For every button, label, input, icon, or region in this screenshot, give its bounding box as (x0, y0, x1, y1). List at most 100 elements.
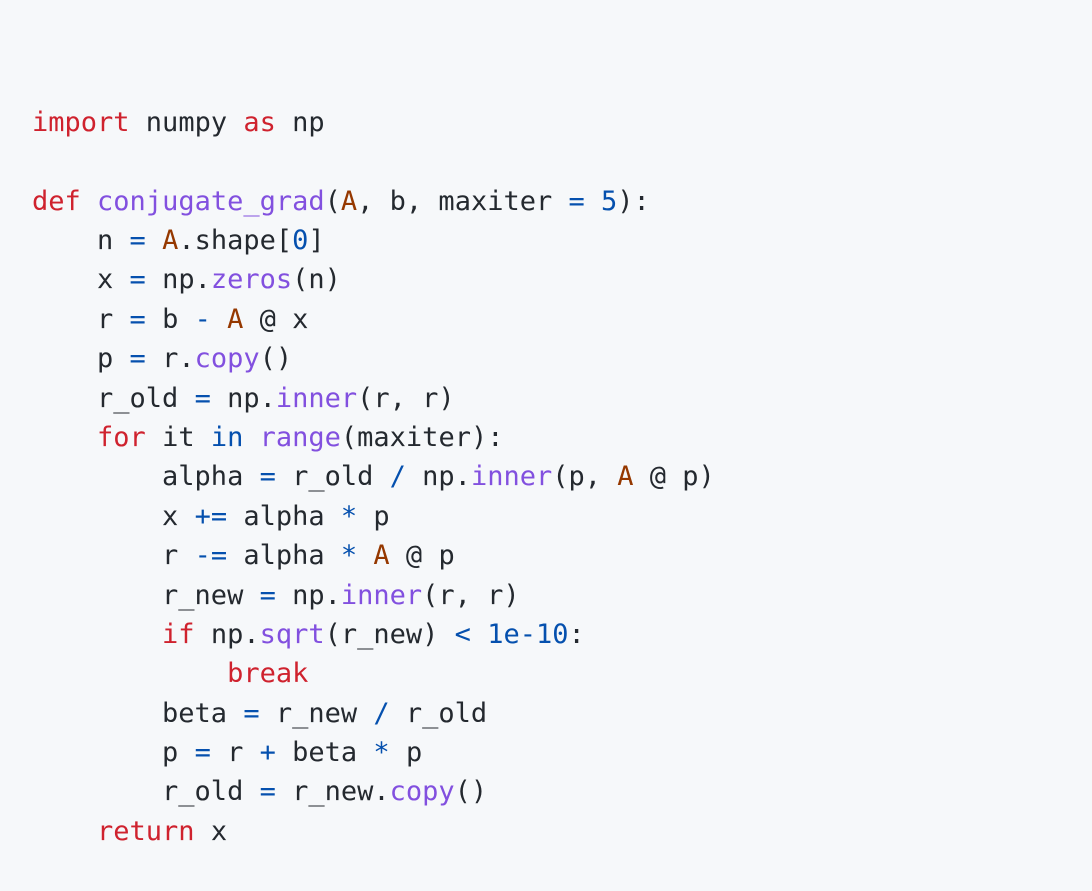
code-line: beta = r_new / r_old (32, 694, 1060, 733)
text-token: alpha (227, 500, 341, 532)
text-token (471, 619, 487, 650)
keyword-token: import (32, 106, 130, 138)
code-line: import numpy as np (32, 103, 1060, 142)
text-token (585, 186, 601, 217)
text-token: np. (210, 382, 276, 414)
code-line: n = A.shape[0] (32, 221, 1060, 260)
class-token: A (373, 540, 390, 572)
number-token: 0 (292, 224, 309, 256)
text-token (243, 422, 259, 453)
code-line: alpha = r_old / np.inner(p, A @ p) (32, 457, 1060, 496)
code-line: r -= alpha * A @ p (32, 536, 1060, 575)
text-token: p (357, 500, 390, 532)
code-line: r = b - A @ x (32, 300, 1060, 339)
code-line: p = r + beta * p (32, 733, 1060, 772)
code-line: break (32, 654, 1060, 693)
class-token: A (340, 185, 358, 217)
operator-token: / (389, 461, 406, 493)
function-token: inner (275, 382, 358, 414)
operator-token: -= (194, 540, 228, 572)
text-token: p (32, 343, 130, 375)
text-token: alpha (227, 540, 341, 572)
code-line (32, 142, 1060, 181)
function-token: conjugate_grad (97, 185, 325, 217)
text-token: r_old (32, 382, 195, 414)
function-token: inner (470, 461, 553, 493)
operator-token: * (373, 737, 390, 769)
text-token: it (145, 421, 211, 453)
function-token: zeros (210, 264, 293, 296)
text-token: beta (275, 737, 374, 769)
text-token (32, 816, 97, 847)
text-token: (r, r) (357, 382, 455, 414)
text-token: @ p) (633, 461, 715, 493)
text-token: np. (145, 264, 211, 296)
text-token: numpy (129, 106, 244, 138)
code-line: for it in range(maxiter): (32, 418, 1060, 457)
class-token: A (617, 461, 634, 493)
text-token: p (389, 737, 423, 769)
text-token: x (194, 815, 228, 847)
code-line: x = np.zeros(n) (32, 260, 1060, 299)
function-token: range (259, 421, 341, 453)
text-token: @ p (389, 540, 455, 572)
text-token: .shape[ (178, 224, 293, 256)
keyword-token: if (162, 618, 195, 650)
operator-token: = (259, 461, 276, 493)
function-token: copy (389, 776, 455, 808)
operator-token: + (259, 737, 276, 769)
text-token: r_new (259, 697, 374, 729)
text-token: beta (32, 697, 244, 729)
text-token (81, 186, 97, 217)
text-token (357, 540, 373, 571)
text-token: np. (275, 579, 341, 611)
text-token: alpha (32, 461, 260, 493)
code-line: r_old = np.inner(r, r) (32, 379, 1060, 418)
text-token: ( (324, 185, 341, 217)
text-token (32, 658, 227, 689)
operator-token: / (373, 697, 390, 729)
text-token: p (32, 737, 195, 769)
keyword-token: as (243, 106, 276, 138)
text-token: b (145, 303, 195, 335)
operator-token: * (340, 540, 358, 572)
operator-token: = (259, 776, 276, 808)
text-token: r (32, 303, 130, 335)
operator-token: = (194, 737, 211, 769)
text-token (32, 619, 162, 650)
text-token: (maxiter): (340, 421, 504, 453)
code-line: r_new = np.inner(r, r) (32, 576, 1060, 615)
text-token (211, 304, 227, 335)
operator-token: in (210, 421, 244, 453)
text-token: ] (308, 224, 325, 256)
text-token: np. (194, 618, 260, 650)
function-token: copy (194, 343, 260, 375)
text-token: r_old (389, 697, 488, 729)
text-token: (r_new) (324, 618, 455, 650)
text-token: () (259, 343, 293, 375)
text-token: (p, (552, 461, 618, 493)
text-token: np. (405, 461, 471, 493)
text-token: r_new (32, 579, 260, 611)
text-token (146, 225, 162, 256)
class-token: A (162, 224, 179, 256)
code-line: return x (32, 812, 1060, 851)
operator-token: = (129, 303, 146, 335)
text-token: @ x (243, 303, 309, 335)
function-token: sqrt (259, 618, 325, 650)
text-token: r (32, 540, 195, 572)
number-token: 1e-10 (487, 618, 569, 650)
operator-token: < (454, 618, 471, 650)
operator-token: = (259, 579, 276, 611)
keyword-token: return (97, 815, 195, 847)
text-token: : (568, 618, 585, 650)
operator-token: = (568, 185, 585, 217)
function-token: inner (340, 579, 423, 611)
text-token: np (275, 106, 325, 138)
code-line: x += alpha * p (32, 497, 1060, 536)
text-token: (r, r) (422, 579, 520, 611)
keyword-token: def (32, 185, 81, 217)
text-token: x (32, 264, 130, 296)
